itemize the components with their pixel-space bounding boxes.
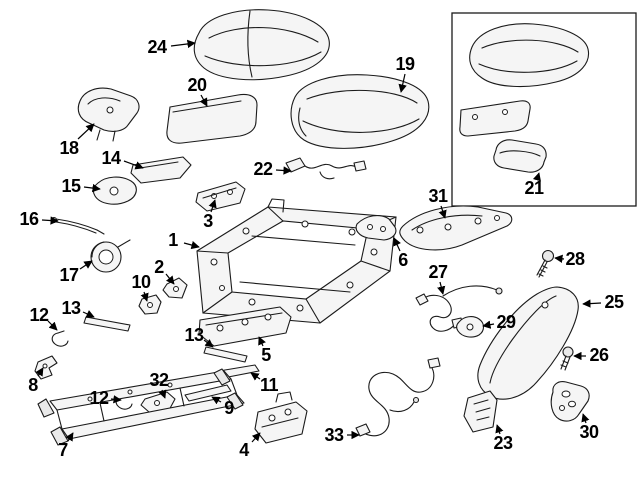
sensor-wire-22 <box>285 157 367 180</box>
seat-cushion-top <box>193 9 330 81</box>
side-shield-trim <box>477 286 579 400</box>
bracket-6 <box>355 215 397 241</box>
callout-27-13: 27 <box>428 262 448 282</box>
cover-piece-15 <box>92 176 137 205</box>
strip-13-center <box>203 346 248 363</box>
callout-31-9: 31 <box>428 186 448 206</box>
callout-10-16: 10 <box>131 272 151 292</box>
shield-plate-5 <box>198 306 292 347</box>
bracket-panel-23 <box>463 390 498 433</box>
bracket-29 <box>456 316 485 338</box>
callout-13-21: 13 <box>184 325 204 345</box>
callout-9-28: 9 <box>224 398 234 418</box>
bracket-2 <box>162 277 188 299</box>
bracket-8 <box>34 355 58 380</box>
seat-track <box>37 368 245 446</box>
foam-pad <box>166 93 258 144</box>
callout-22-7: 22 <box>253 159 273 179</box>
callout-12-27: 12 <box>89 388 109 408</box>
clip-10 <box>138 294 162 315</box>
strip-13-left <box>83 316 131 332</box>
bracket-3 <box>195 181 246 212</box>
callout-29-20: 29 <box>496 312 516 332</box>
callout-8-24: 8 <box>28 375 38 395</box>
callout-2-11: 2 <box>154 257 164 277</box>
callout-21-34: 21 <box>524 178 544 198</box>
side-trim-bracket <box>77 87 140 142</box>
callout-19-2: 19 <box>395 54 415 74</box>
callout-25-19: 25 <box>604 292 624 312</box>
callout-6-12: 6 <box>398 250 408 270</box>
callout-11-26: 11 <box>259 375 279 395</box>
bolt-28 <box>536 249 555 278</box>
callout-33-30: 33 <box>324 425 344 445</box>
callout-17-15: 17 <box>59 265 79 285</box>
callout-14-4: 14 <box>101 148 121 168</box>
callout-4-29: 4 <box>239 440 249 460</box>
side-bracket-31 <box>399 205 513 251</box>
callout-20-1: 20 <box>187 75 207 95</box>
inset-box <box>451 12 637 207</box>
callout-28-14: 28 <box>565 249 585 269</box>
callout-13-18: 13 <box>61 298 81 318</box>
inset-component-21 <box>493 139 547 173</box>
callout-12-17: 12 <box>29 305 49 325</box>
callout-18-3: 18 <box>59 138 79 158</box>
switch-bezel-30 <box>550 381 590 422</box>
recliner-knob <box>90 239 131 273</box>
callout-30-32: 30 <box>579 422 599 442</box>
callout-32-25: 32 <box>149 370 169 390</box>
strip-9 <box>184 384 232 402</box>
callout-3-8: 3 <box>203 211 213 231</box>
inset-seat-cushion <box>469 23 590 88</box>
callout-26-23: 26 <box>589 345 609 365</box>
inset-pad-panel <box>459 100 531 137</box>
callout-7-33: 7 <box>58 440 68 460</box>
seat-frame <box>196 198 397 324</box>
bolt-26 <box>560 346 574 371</box>
callout-15-5: 15 <box>61 176 81 196</box>
callout-16-6: 16 <box>19 209 39 229</box>
clip-12-left <box>51 330 69 347</box>
callout-1-10: 1 <box>168 230 178 250</box>
cable-rod-16 <box>50 216 105 235</box>
wiring-harness-33 <box>355 357 441 437</box>
seat-cushion <box>290 74 430 149</box>
callout-24-0: 24 <box>147 37 167 57</box>
bracket-assembly-4 <box>254 391 308 444</box>
callout-23-31: 23 <box>493 433 513 453</box>
mount-bracket-14 <box>130 156 192 184</box>
callout-5-22: 5 <box>261 345 271 365</box>
